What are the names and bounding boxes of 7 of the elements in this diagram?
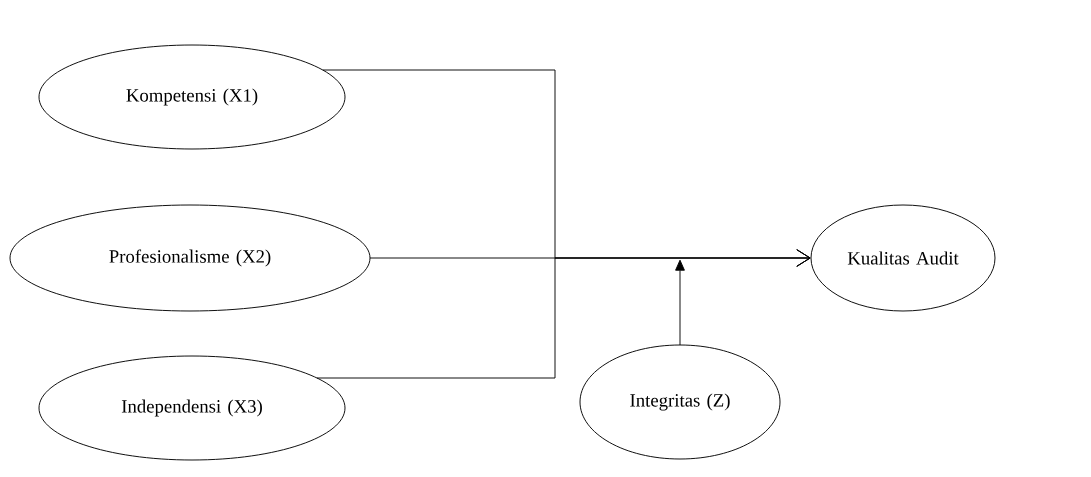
ellipse-node: Independensi (X3) <box>38 355 346 461</box>
ellipse-node: Integritas (Z) <box>579 344 781 460</box>
ellipse-node: Kualitas Audit <box>810 204 996 312</box>
ellipse-node: Kompetensi (X1) <box>38 44 346 150</box>
arrow <box>675 259 685 346</box>
arrow <box>316 249 811 379</box>
ellipse-node: Profesionalisme (X2) <box>9 204 371 312</box>
